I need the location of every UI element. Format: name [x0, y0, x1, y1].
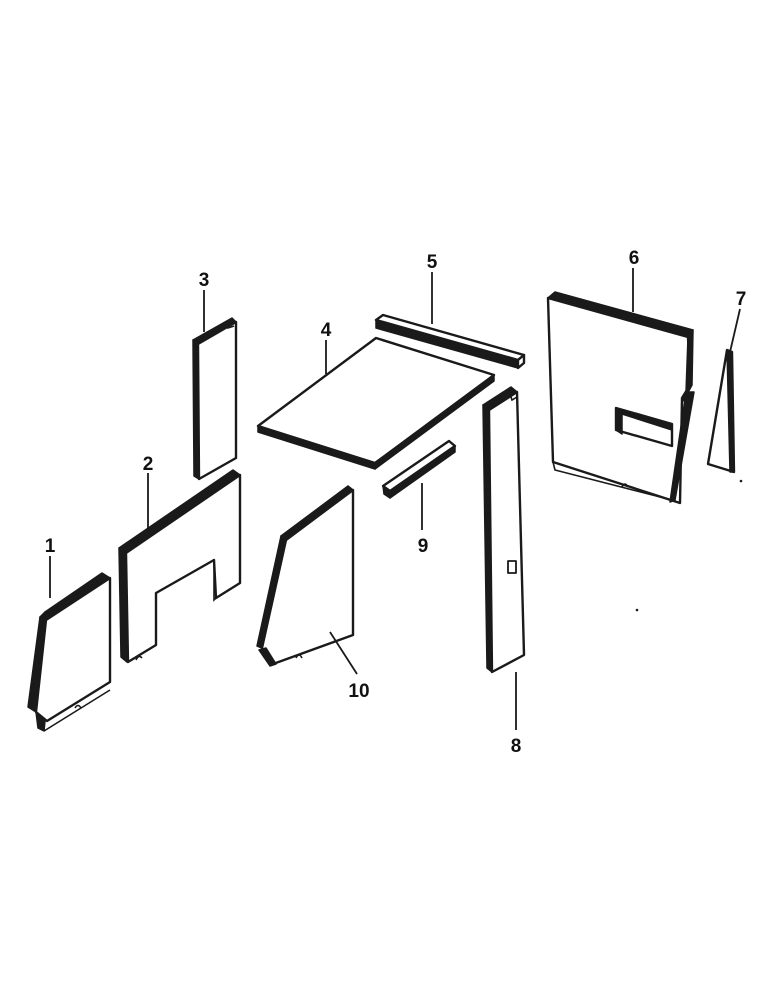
part-7-wedge: [706, 348, 736, 474]
part-6-rear-panel: [546, 291, 695, 505]
callout-3: 3: [199, 270, 210, 291]
scan-speck: [635, 608, 639, 612]
callout-9: 9: [418, 536, 429, 557]
part-8-side-strip: [482, 386, 526, 674]
callout-5: 5: [427, 252, 438, 273]
part-10-side-panel: [256, 485, 355, 667]
part-1-side-panel: [27, 572, 112, 732]
part-5-bar: [374, 313, 526, 370]
leader-lines: [49, 268, 741, 730]
callout-10: 10: [348, 681, 369, 702]
scan-speck: [739, 479, 743, 483]
part-4-floor-panel: [256, 336, 496, 470]
callout-6: 6: [629, 248, 640, 269]
callout-labels: 1 2 3 4 5 6 7 8 9 10: [45, 248, 747, 757]
part-2-front-panel: [118, 469, 242, 664]
callout-2: 2: [143, 454, 154, 475]
callout-8: 8: [511, 736, 522, 757]
callout-7: 7: [736, 289, 747, 310]
part-3-upright-strip: [192, 317, 238, 481]
callout-4: 4: [321, 320, 332, 341]
part-9-short-bar: [381, 439, 457, 499]
callout-1: 1: [45, 536, 56, 557]
